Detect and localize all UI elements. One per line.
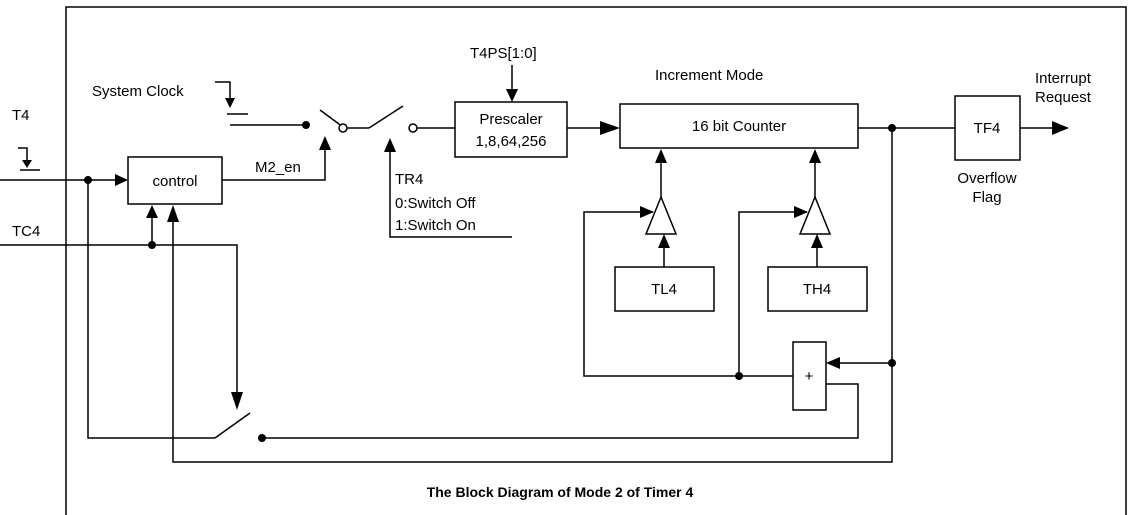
system-clock-junction: [302, 121, 310, 129]
overflow-to-control-arrowhead: [167, 205, 179, 222]
tr4-control-arrowhead: [384, 138, 396, 152]
m2-en-wire: [222, 150, 326, 181]
overflow-label-line1: Overflow: [957, 170, 1016, 187]
tr4-control-wire: [389, 152, 512, 238]
adder-label: +: [805, 368, 814, 385]
t4-edge-arrowhead: [22, 160, 32, 168]
tc4-to-switch-arrowhead: [231, 392, 243, 410]
interrupt-label-line1: Interrupt: [1035, 70, 1092, 87]
th4-enable-arrowhead: [794, 206, 808, 218]
system-clock-edge-arrow: [215, 81, 248, 115]
system-clock-label: System Clock: [92, 83, 184, 100]
th4-label: TH4: [803, 281, 831, 298]
th4-buffer: [798, 195, 832, 235]
t4-return-wire: [87, 180, 215, 439]
tl4-label: TL4: [651, 281, 677, 298]
tr4-switch-off-label: 0:Switch Off: [395, 195, 476, 212]
tl4-buffer-to-counter-arrowhead: [655, 149, 667, 163]
outer-frame: [65, 6, 1127, 515]
control-block-label: control: [152, 173, 197, 190]
adder-block: [792, 341, 827, 411]
t4-edge-arrow: [18, 147, 40, 171]
th4-to-buffer-arrowhead: [811, 234, 823, 248]
m2-en-label: M2_en: [255, 159, 301, 176]
tr4-label: TR4: [395, 171, 423, 188]
prescaler-to-counter-arrowhead: [600, 121, 620, 135]
th4-register: [767, 266, 868, 312]
system-clock-edge-arrowhead: [225, 98, 235, 108]
tl4-to-buffer-arrowhead: [658, 234, 670, 248]
tc4-wire: [0, 244, 238, 392]
overflow-label-line2: Flag: [972, 189, 1001, 206]
enable-junction: [735, 372, 743, 380]
tl4-enable-arrowhead: [640, 206, 654, 218]
tr4-switch-blade: [368, 105, 404, 129]
tc4-label: TC4: [12, 223, 40, 240]
increment-mode-label: Increment Mode: [655, 67, 763, 84]
tl4-buffer: [644, 195, 678, 235]
counter-block: [619, 103, 859, 149]
overflow-to-adder-arrowhead: [826, 357, 840, 369]
th4-enable-wire: [738, 211, 807, 376]
t4-gate-switch-blade: [214, 412, 251, 439]
t4ps-label: T4PS[1:0]: [470, 45, 537, 62]
tc4-to-control-arrowhead: [146, 205, 158, 218]
t4-label: T4: [12, 107, 30, 124]
interrupt-arrowhead: [1052, 121, 1069, 135]
tf4-block: [954, 95, 1021, 161]
tl4-enable-wire: [583, 211, 793, 377]
clock-selector-blade: [319, 109, 344, 128]
tr4-switch-on-label: 1:Switch On: [395, 217, 476, 234]
tl4-register: [614, 266, 715, 312]
interrupt-label-line2: Request: [1035, 89, 1092, 106]
tf4-label: TF4: [974, 120, 1001, 137]
adder-input-wire: [262, 383, 859, 439]
prescaler-label: Prescaler: [479, 111, 542, 128]
diagram-title: The Block Diagram of Mode 2 of Timer 4: [427, 484, 694, 500]
clock-selector-pivot: [338, 123, 348, 133]
counter-label: 16 bit Counter: [692, 118, 786, 135]
tr4-switch-contact: [408, 123, 418, 133]
th4-buffer-to-counter-arrowhead: [809, 149, 821, 163]
t4-to-control-arrowhead: [115, 174, 128, 186]
t4-switch-contact: [258, 434, 266, 442]
m2-en-arrowhead: [319, 136, 331, 150]
prescaler-block: [454, 101, 568, 158]
prescaler-ratios: 1,8,64,256: [476, 133, 547, 150]
t4ps-arrowhead: [506, 89, 518, 102]
overflow-feedback-wire: [172, 128, 893, 463]
control-block: [127, 156, 223, 205]
